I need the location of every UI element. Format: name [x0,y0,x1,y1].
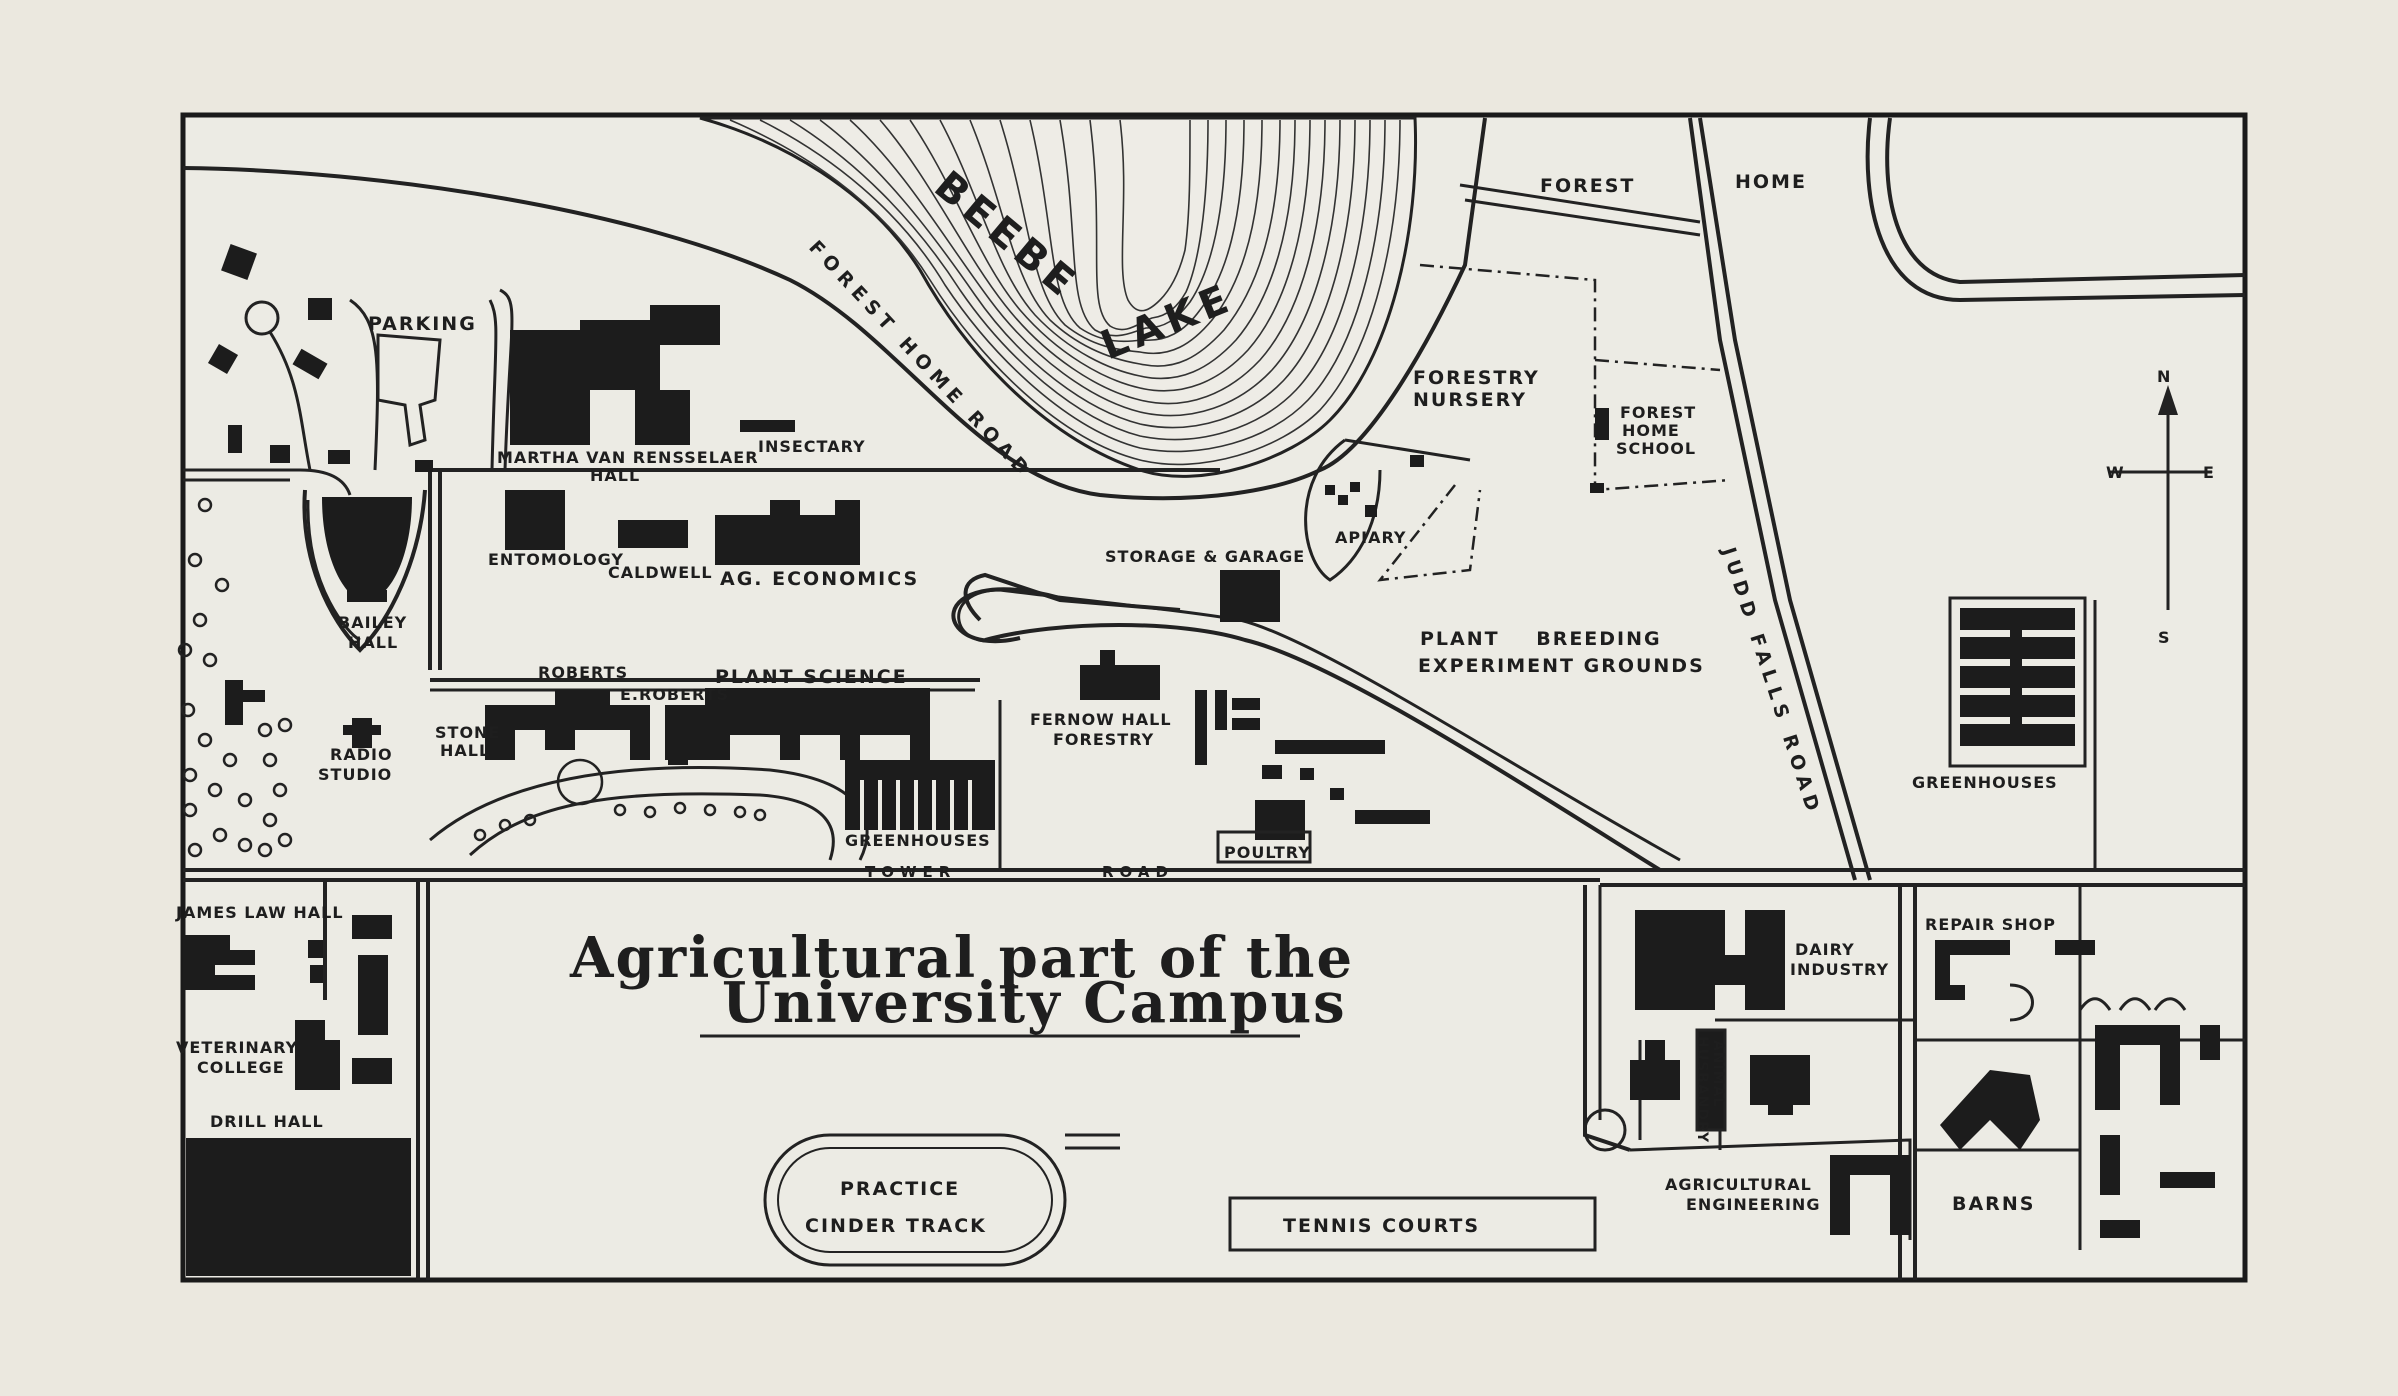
repair-shop-label: REPAIR SHOP [1925,915,2056,934]
forest-home-school-label-2: HOME [1622,421,1680,440]
veterinary-college-label-1: VETERINARY [176,1038,298,1057]
radio-studio-label-2: STUDIO [318,765,392,784]
stone-hall-label-1: STONE [435,723,500,742]
radio-studio-label-1: RADIO [330,745,393,764]
compass-w: W [2106,463,2125,482]
cinder-track-label: CINDER TRACK [805,1215,987,1237]
bailey-hall-label-1: BAILEY [338,613,407,632]
greenhouses-mid-label: GREENHOUSES [845,831,991,850]
barns-label: BARNS [1952,1193,2035,1215]
cinder-track-outline [763,1133,1067,1267]
ag-engineering-label-2: ENGINEERING [1686,1195,1820,1214]
greenhouses-right-label: GREENHOUSES [1912,773,2058,792]
fernow-hall-label-2: FORESTRY [1053,730,1154,749]
beebe-lake [699,116,1417,478]
title-line-1: Agricultural part of the [569,925,1354,991]
title-line-2: University Campus [722,970,1347,1036]
forest-home-school-label-3: SCHOOL [1616,439,1696,458]
ag-economics-label: AG. ECONOMICS [720,568,919,590]
dairy-industry-label-2: INDUSTRY [1790,960,1889,979]
home-label: HOME [1735,171,1807,193]
practice-label: PRACTICE [840,1178,960,1200]
martha-van-label-1: MARTHA VAN RENSSELAER [497,448,759,467]
tennis-courts-outline [1228,1196,1597,1252]
fernow-hall-label-1: FERNOW HALL [1030,710,1172,729]
roberts-label: ROBERTS [538,663,628,682]
road-label: ROAD [1102,863,1174,881]
apiary-label: APIARY [1335,528,1406,547]
compass-n: N [2157,367,2171,386]
forest-home-school-label-1: FOREST [1620,403,1696,422]
poultry-label: POULTRY [1224,843,1311,862]
e-roberts-label: E.ROBERTS [620,685,729,704]
storage-garage-label: STORAGE & GARAGE [1105,547,1305,566]
bailey-hall-label-2: HALL [348,633,398,652]
tower-label: TOWER [865,863,956,881]
caldwell-label: CALDWELL [608,563,713,582]
plant-breeding-label-2: EXPERIMENT GROUNDS [1418,655,1705,677]
forestry-nursery-label-1: FORESTRY [1413,367,1540,389]
drill-hall-label: DRILL HALL [210,1112,324,1131]
plant-breeding-label-1: PLANT BREEDING [1420,628,1662,650]
trees [177,497,767,858]
veterinary-college-label-2: COLLEGE [197,1058,285,1077]
animal-husbandry-label-2: HUSBANDRY [1694,1036,1710,1143]
ag-engineering-label-1: AGRICULTURAL [1665,1175,1812,1194]
compass-e: E [2203,463,2215,482]
dairy-industry-label-1: DAIRY [1795,940,1855,959]
animal-husbandry-label-1: ANIMAL [1710,1040,1726,1107]
forestry-nursery-label-2: NURSERY [1413,389,1527,411]
road-network [182,117,2246,1280]
poultry-box [1216,830,1312,864]
stone-hall-label-2: HALL [440,741,490,760]
compass-rose: N S E W [2106,367,2215,647]
insectary-label: INSECTARY [758,437,866,456]
forest-label: FOREST [1540,175,1635,197]
tennis-courts-label: TENNIS COURTS [1283,1215,1480,1237]
parking-label: PARKING [368,313,477,335]
martha-van-label-2: HALL [590,466,640,485]
james-law-hall-label: JAMES LAW HALL [175,903,344,922]
entomology-label: ENTOMOLOGY [488,550,624,569]
compass-s: S [2158,628,2171,647]
compass-arrow-icon [2158,385,2178,415]
plant-science-label: PLANT SCIENCE [715,666,908,688]
